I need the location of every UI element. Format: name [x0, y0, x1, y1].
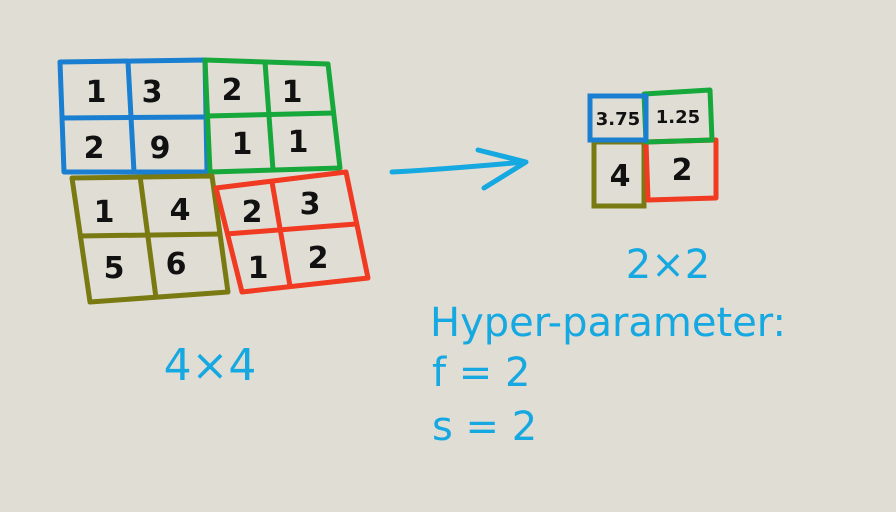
hyperparams-title: Hyper-parameter: [430, 300, 786, 346]
input-cell-green-2: 1 [282, 75, 303, 110]
input-block-olive [69, 173, 231, 305]
input-cell-olive-4: 6 [166, 247, 187, 282]
input-size-label: 4×4 [164, 340, 257, 391]
output-cell-blue: 3.75 [596, 109, 640, 130]
hyperparams-s-line: s = 2 [432, 404, 537, 450]
input-cell-red-4: 2 [308, 241, 329, 276]
input-cell-green-1: 2 [222, 73, 243, 108]
output-matrix: 3.75 1.25 4 2 [587, 87, 719, 209]
input-cell-blue-4: 9 [150, 131, 171, 166]
input-cell-olive-1: 1 [94, 195, 115, 230]
input-cell-green-3: 1 [232, 127, 253, 162]
input-cell-olive-3: 5 [104, 251, 125, 286]
output-cell-red: 2 [672, 153, 693, 188]
input-block-blue [57, 57, 210, 175]
input-block-red [213, 169, 371, 295]
hyperparams-f-line: f = 2 [432, 350, 530, 396]
input-cell-blue-1: 1 [86, 75, 107, 110]
input-block-green [202, 57, 343, 175]
output-cell-green: 1.25 [656, 107, 700, 128]
input-cell-red-1: 2 [242, 195, 263, 230]
input-cell-blue-2: 3 [142, 75, 163, 110]
input-cell-olive-2: 4 [170, 193, 191, 228]
input-cell-blue-3: 2 [84, 131, 105, 166]
output-block-blue [587, 93, 649, 143]
arrow-icon [389, 147, 529, 191]
input-matrix: 1 3 2 9 2 1 1 1 1 4 5 6 2 3 1 [57, 57, 371, 305]
input-cell-green-4: 1 [288, 125, 309, 160]
input-cell-red-2: 3 [300, 187, 321, 222]
input-cell-red-3: 1 [248, 251, 269, 286]
output-cell-olive: 4 [610, 159, 631, 194]
output-size-label: 2×2 [626, 242, 710, 288]
